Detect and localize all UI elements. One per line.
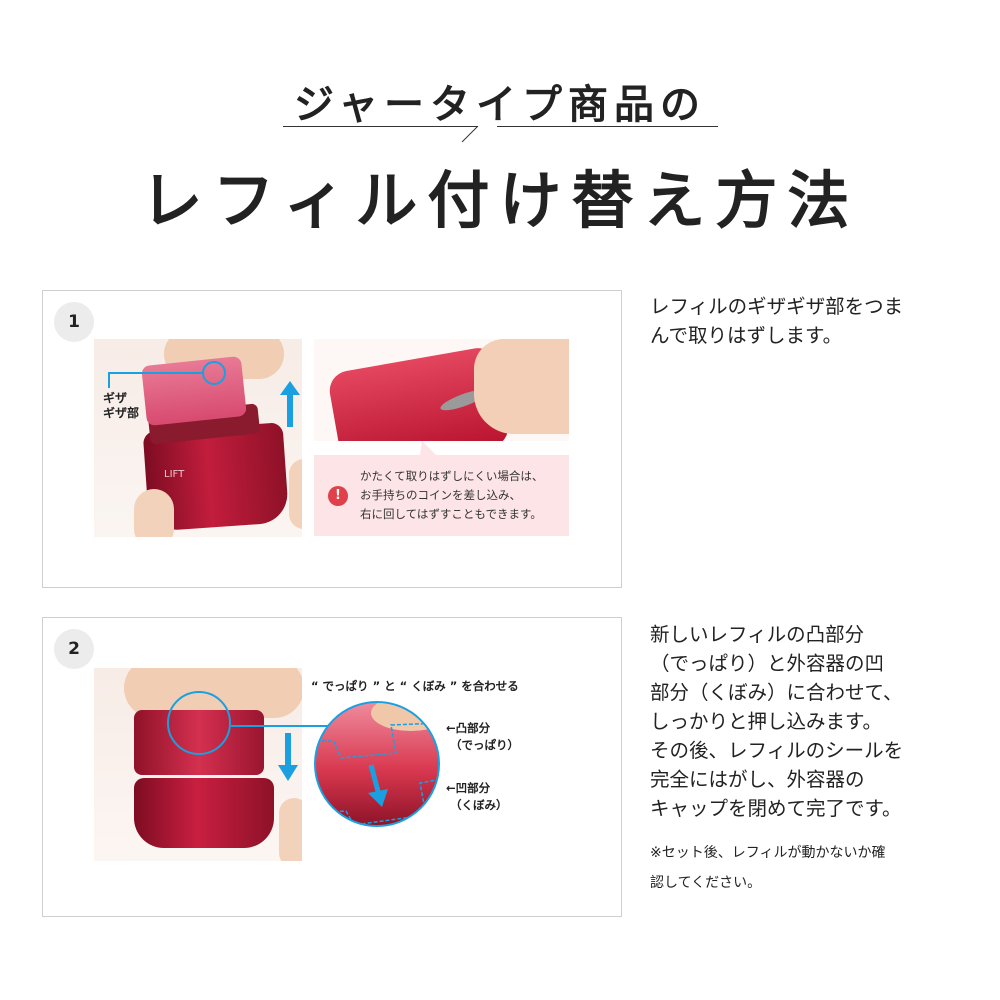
caution-pointer	[420, 441, 436, 455]
exclamation-icon: !	[328, 485, 348, 506]
alignment-detail-magnifier	[314, 701, 440, 827]
step-1-description: レフィルのギザギザ部をつま んで取りはずします。	[650, 295, 904, 347]
page-subtitle: ジャータイプ商品の	[294, 82, 706, 128]
convex-part-label: ←凸部分 （でっぱり）	[446, 721, 520, 752]
finger-shape	[474, 339, 569, 434]
refill-removal-photo: LIFT ギザ ギザ部	[94, 339, 302, 537]
concave-part-label: ←凹部分 （くぼみ）	[446, 781, 508, 812]
highlight-circle	[202, 361, 226, 385]
step-2-note: ※セット後、レフィルが動かないか確 認してください。	[650, 845, 886, 891]
jar-body-shape	[134, 778, 274, 848]
page-title: レフィル付け替え方法	[140, 164, 860, 237]
step-number-badge: 1	[54, 302, 94, 342]
arrow-down-icon	[278, 733, 298, 781]
refill-shape	[141, 355, 247, 427]
subtitle-underline-right	[497, 126, 718, 127]
coin-removal-photo	[314, 339, 569, 441]
alignment-detail-graphic	[316, 703, 438, 825]
caution-text: かたくて取りはずしにくい場合は、 お手持ちのコインを差し込み、 右に回してはずす…	[360, 469, 544, 521]
highlight-circle	[167, 691, 231, 755]
subtitle-underline-left	[283, 126, 478, 127]
arrow-up-icon	[280, 381, 300, 427]
refill-insertion-photo	[94, 668, 302, 861]
step-2-card: 2 “ でっぱり ” と “ くぼみ ” を合わせる ←凸部分 （でっぱり） ←…	[42, 617, 622, 917]
callout-line	[231, 725, 331, 727]
caution-box: ! かたくて取りはずしにくい場合は、 お手持ちのコインを差し込み、 右に回しては…	[314, 441, 569, 536]
finger-shape	[279, 798, 302, 861]
callout-line	[108, 372, 110, 388]
jar-brand-text: LIFT	[164, 469, 185, 480]
alignment-instruction-label: “ でっぱり ” と “ くぼみ ” を合わせる	[311, 679, 519, 693]
speech-tail-decoration	[461, 126, 479, 143]
serrated-part-label: ギザ ギザ部	[103, 391, 140, 420]
finger-shape	[134, 489, 174, 537]
step-2-description: 新しいレフィルの凸部分 （でっぱり）と外容器の凹 部分（くぼみ）に合わせて、 し…	[650, 623, 904, 820]
finger-shape	[289, 459, 302, 529]
step-number-badge: 2	[54, 629, 94, 669]
callout-line	[108, 372, 202, 374]
step-1-card: 1 LIFT ギザ ギザ部 ! かたくて取りはずしにくい場合は、 お手持ちのコイ…	[42, 290, 622, 588]
